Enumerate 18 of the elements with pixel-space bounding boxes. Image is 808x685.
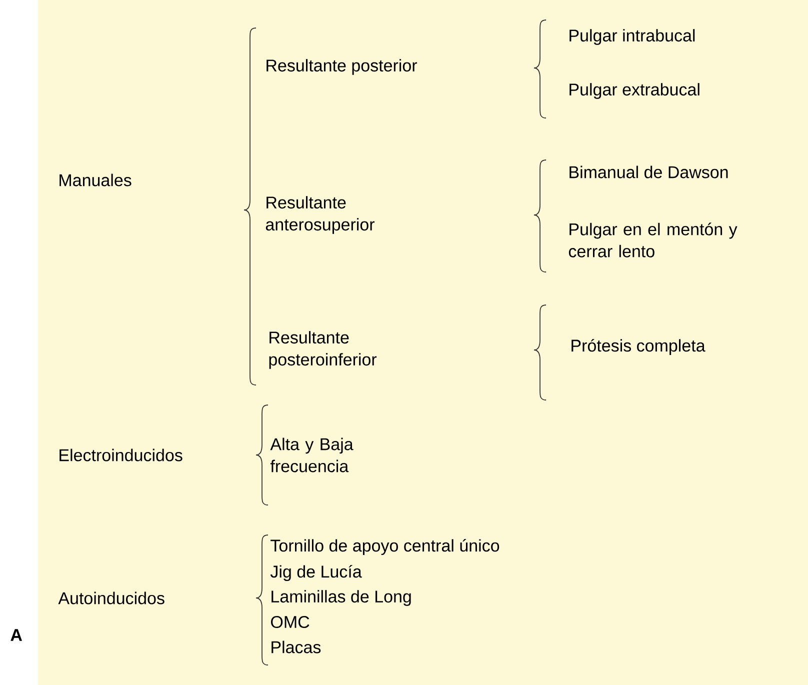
category-label: Manuales: [60, 174, 132, 186]
item-label: Laminillas de Long: [272, 590, 411, 606]
panel-letter: A: [10, 629, 22, 641]
item-label: Pulgar en el mentón y cerrar lento: [568, 222, 738, 258]
item-label: Tornillo de apoyo central único: [270, 538, 500, 556]
item-label: Prótesis completa: [572, 338, 706, 356]
subcategory-label: Resultante posterior: [266, 59, 418, 75]
item-label: Bimanual de Dawson: [570, 166, 728, 178]
category-label: Electroinducidos: [60, 448, 182, 462]
subcategory-label: Resultante anterosuperior: [266, 196, 375, 234]
category-label: Autoinducidos: [58, 592, 164, 604]
item-label: Pulgar extrabucal: [570, 83, 700, 99]
item-label: Placas: [272, 640, 321, 654]
item-label: Jig de Lucía: [270, 564, 362, 582]
item-label: Pulgar intrabucal: [570, 29, 695, 45]
item-label: OMC: [271, 616, 310, 628]
subcategory-label: Resultante posteroinferior: [269, 331, 377, 369]
item-label: Alta y Baja frecuencia: [270, 438, 354, 472]
